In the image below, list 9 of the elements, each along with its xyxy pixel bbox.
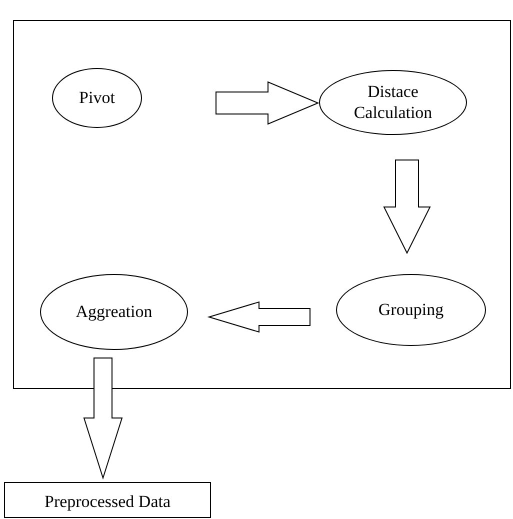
- block-arrow: [216, 81, 320, 125]
- process-box: Preprocessed Data: [4, 482, 211, 518]
- ellipse-node: Pivot: [52, 68, 142, 128]
- block-arrow: [383, 160, 431, 254]
- ellipse-node: Distace Calculation: [319, 70, 467, 135]
- ellipse-node: Grouping: [336, 274, 486, 346]
- ellipse-node: Aggreation: [40, 274, 188, 350]
- block-arrow: [207, 301, 310, 333]
- block-arrow: [83, 358, 123, 480]
